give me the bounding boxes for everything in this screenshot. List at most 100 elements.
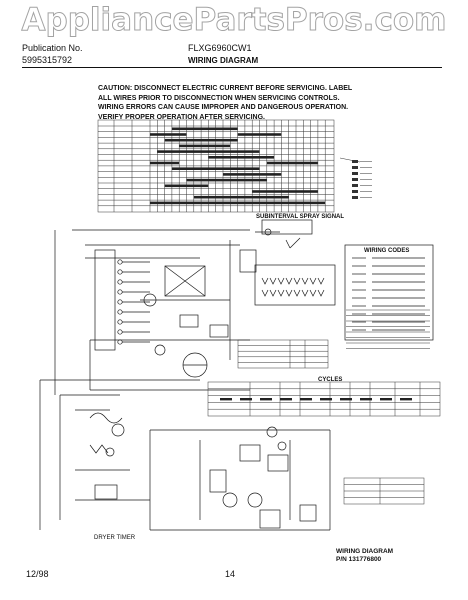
terminal <box>266 426 278 438</box>
component-box <box>179 314 199 328</box>
watermark: AppliancePartsPros.com <box>21 2 447 39</box>
heater-coil <box>277 289 285 297</box>
timer-contact <box>117 319 123 325</box>
valve-box <box>239 444 261 462</box>
heater-coil <box>293 277 301 285</box>
switch-section-label: SUBINTERVAL SPRAY SIGNAL <box>256 214 345 220</box>
timer-switch-block <box>94 249 116 351</box>
timer-contact <box>117 299 123 305</box>
heater-coil <box>317 277 325 285</box>
timer-event-bar <box>237 133 282 136</box>
wire <box>285 239 291 249</box>
terminal <box>277 441 287 451</box>
heater-coil <box>301 289 309 297</box>
legend-swatch <box>352 160 358 163</box>
terminal <box>264 228 272 236</box>
motor-symbol <box>154 344 166 356</box>
heater-coil <box>317 289 325 297</box>
timer-contact <box>117 259 123 265</box>
publication-number: 5995315792 <box>22 55 73 65</box>
connector-block <box>239 249 257 273</box>
legend-swatch <box>352 190 358 193</box>
wire <box>289 237 301 249</box>
component-box <box>209 469 227 493</box>
diagram-ref-title: WIRING DIAGRAM <box>336 548 394 555</box>
coil-symbol <box>89 412 123 424</box>
timer-event-bar <box>208 156 275 159</box>
heater-coil <box>89 444 109 454</box>
legend-swatch <box>352 166 358 169</box>
heater-coil <box>309 277 317 285</box>
valve-box <box>267 454 289 472</box>
page-title: WIRING DIAGRAM <box>188 56 259 65</box>
legend-swatch <box>352 184 358 187</box>
timer-event-bar <box>266 161 318 165</box>
cycle-bar <box>340 398 352 401</box>
heater-coil <box>285 289 293 297</box>
timer-contact <box>117 279 123 285</box>
heater-coil <box>301 277 309 285</box>
cycle-bar <box>360 398 372 401</box>
cycle-bar <box>280 398 292 401</box>
timer-event-bar <box>193 195 289 199</box>
timer-event-bar <box>252 190 318 193</box>
timer-event-bar <box>186 178 267 182</box>
timer-contact <box>117 309 123 315</box>
cycle-bar <box>320 398 332 401</box>
lower-schematic-circuit <box>39 379 331 531</box>
timer-event-bar <box>150 133 187 136</box>
legend-swatch <box>352 172 358 175</box>
spec-tables <box>207 309 441 505</box>
cycles-table <box>207 381 441 417</box>
cycle-bar <box>400 398 412 401</box>
component-box <box>299 504 317 522</box>
timer-event-bar <box>150 161 180 165</box>
publication-label: Publication No. <box>22 43 83 53</box>
timer-event-bar <box>164 184 209 188</box>
motor-symbol <box>247 492 263 508</box>
timer-event-bar <box>171 167 260 170</box>
heater-coil <box>309 289 317 297</box>
cycle-bar <box>300 398 312 401</box>
timer-event-bar <box>157 150 260 153</box>
component-box <box>259 509 281 529</box>
timer-event-bar <box>223 173 282 176</box>
timer-event-bar <box>179 144 231 148</box>
timer-event-bar <box>171 127 238 131</box>
motor-block <box>164 265 206 297</box>
wiring-codes-frame <box>344 244 434 341</box>
caution-line: CAUTION: DISCONNECT ELECTRIC CURRENT BEF… <box>98 85 353 92</box>
footer-date: 12/98 <box>26 569 49 579</box>
caution-block: CAUTION: DISCONNECT ELECTRIC CURRENT BEF… <box>98 84 378 122</box>
wiring-codes-label: WIRING CODES <box>364 248 410 254</box>
heater-coil <box>261 289 269 297</box>
cycle-bar <box>220 398 232 401</box>
timer-contact <box>117 339 123 345</box>
timer-contact <box>117 269 123 275</box>
heater-coil <box>285 277 293 285</box>
timer-contact <box>117 289 123 295</box>
cycle-bar <box>240 398 252 401</box>
terminal <box>105 447 115 457</box>
model-number: FLXG6960CW1 <box>188 43 252 53</box>
footer-page-number: 14 <box>225 569 236 579</box>
legend-swatch <box>352 196 358 199</box>
caution-line: ALL WIRES PRIOR TO DISCONNECTION WHEN SE… <box>98 94 340 102</box>
header-rule <box>22 67 442 68</box>
dryer-timer-label: DRYER TIMER <box>94 535 136 541</box>
diagram-ref-number: P/N 131776800 <box>336 556 382 563</box>
switch-frame <box>261 219 313 235</box>
heater-coil <box>269 289 277 297</box>
wire <box>164 265 206 297</box>
timer-sequence-chart <box>97 119 372 213</box>
heater-coil <box>261 277 269 285</box>
legend-arrow <box>339 157 361 163</box>
timer-contact <box>117 329 123 335</box>
motor-symbol <box>222 492 238 508</box>
heater-coil <box>269 277 277 285</box>
schematic-circuit <box>54 219 434 395</box>
lamp-symbol <box>111 423 125 437</box>
heater-frame <box>254 264 336 306</box>
heater-coil <box>293 289 301 297</box>
